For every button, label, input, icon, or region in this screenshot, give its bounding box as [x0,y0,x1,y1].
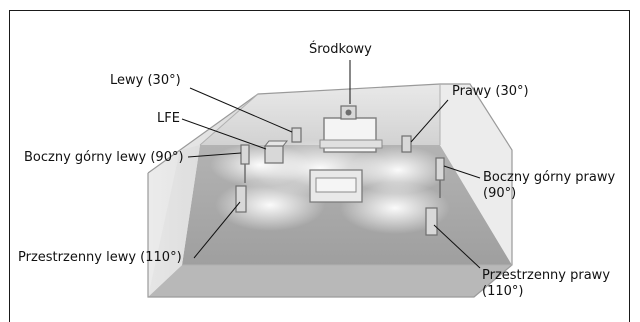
room-outline [147,83,513,298]
surround-left-speaker [235,185,247,213]
label-side-left: Boczny górny lewy (90°) [24,150,184,165]
front-left-speaker [291,127,302,143]
room-left-wall [148,94,258,297]
label-surround-right: Przestrzenny prawy (110°) [482,268,611,299]
front-left-leader [189,87,293,133]
side-right-leader [443,165,481,179]
room-edge [199,93,259,146]
label-front-left: Lewy (30°) [110,73,181,88]
label-surround-left: Przestrzenny lewy (110°) [18,250,182,265]
label-side-right: Boczny górny prawy (90°) [483,170,616,201]
lfe-leader [181,118,267,150]
lfe-top [263,140,289,147]
surround-left-beam [215,179,325,231]
left-beam [210,143,310,187]
label-front-right: Prawy (30°) [452,84,529,99]
room-back-wall [200,84,440,145]
surround-left-leader [193,201,241,259]
front-right-speaker [401,135,412,153]
sofa-seat [315,177,357,193]
center-speaker-cone [345,109,352,116]
room-floor-front-edge [148,265,512,297]
side-right-speaker [435,157,445,181]
right-beam [348,146,448,194]
tv-stand [319,139,383,149]
room-right-wall [440,84,512,265]
label-lfe: LFE [157,111,180,126]
surround-right-leader [433,224,481,269]
label-center: Środkowy [309,42,372,57]
front-right-leader [410,99,449,143]
side-left-leader [187,152,242,158]
surround-right-beam [340,182,450,234]
surround-right-speaker [425,207,438,236]
side-left-speaker [240,144,250,165]
lfe-subwoofer [264,145,284,164]
diagram-frame [9,10,630,322]
